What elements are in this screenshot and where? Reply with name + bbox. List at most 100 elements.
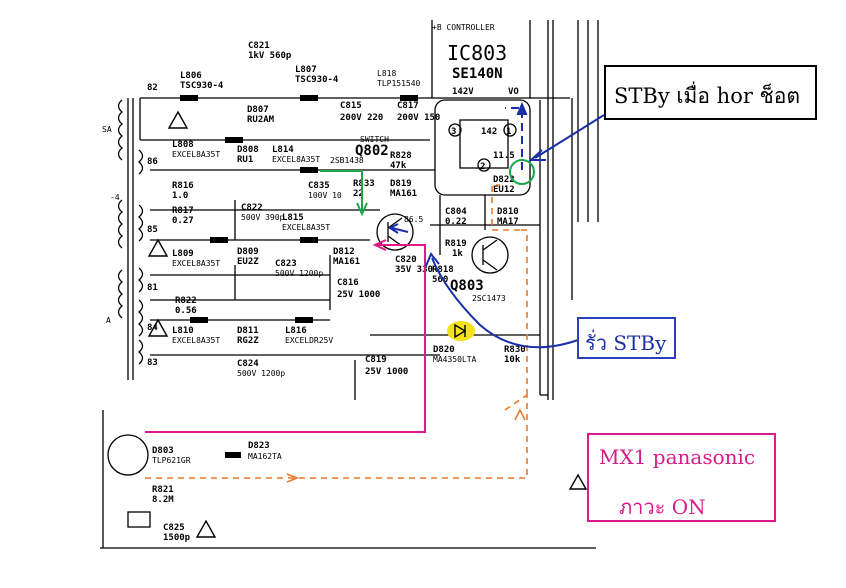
mx1-note-box: MX1 panasonic ภาวะ ON	[587, 433, 776, 522]
r819-ref: R819	[445, 239, 467, 249]
ic-pin-11-5: 11.5	[493, 151, 515, 161]
q802-part-label: 2SB1438	[330, 156, 364, 165]
c822-value: 500V 390p	[241, 213, 285, 222]
ic-part: SE140N	[452, 66, 503, 82]
ic-pin-142v: 142V	[452, 87, 474, 97]
ic-pin-vo: VO	[508, 87, 519, 97]
d820-diode-icon	[454, 323, 467, 339]
c824-ref: C824	[237, 359, 259, 369]
d820-value: MA4350LTA	[433, 355, 477, 364]
d822-ref: D822	[493, 175, 515, 185]
l818-ref: L818	[377, 69, 396, 78]
q802-voltage: 86.5	[404, 215, 423, 224]
d820-ref: D820	[433, 345, 455, 355]
d812-value: MA161	[333, 257, 360, 267]
r822-value: 0.56	[175, 306, 197, 316]
l815-value: EXCEL8A35T	[282, 223, 330, 232]
l809-ref: L809	[172, 249, 194, 259]
c820-ref: C820	[395, 255, 417, 265]
c820-value: 35V 330	[395, 265, 433, 275]
c804-value: 0.22	[445, 217, 467, 227]
r818-ref: R818	[432, 265, 454, 275]
ic-pin-markers	[448, 123, 517, 172]
c822-ref: C822	[241, 203, 263, 213]
l808-ref: L808	[172, 140, 194, 150]
blue-dashed-path	[505, 107, 523, 170]
ic-pin-142: 142	[481, 127, 497, 137]
orange-arrowhead-icon	[286, 473, 300, 483]
l808-value: EXCEL8A35T	[172, 150, 220, 159]
d811-value: RG2Z	[237, 336, 259, 346]
l806-value: TSC930-4	[180, 81, 224, 91]
d807-ref: D807	[247, 105, 269, 115]
d823-ref: D823	[248, 441, 270, 451]
r830-value: 10k	[504, 355, 521, 365]
c804-ref: C804	[445, 207, 467, 217]
d820-highlight	[447, 321, 475, 341]
mx1-note-line2: ภาวะ ON	[619, 495, 706, 519]
d812-ref: D812	[333, 247, 355, 257]
l816-value: EXCELDR25V	[285, 336, 333, 345]
node-82: 82	[147, 83, 158, 93]
partial-label-4: -4	[110, 193, 120, 202]
orange-arrowhead-up-icon	[514, 408, 526, 421]
node-86: 86	[147, 157, 158, 167]
d803-ref: D803	[152, 446, 174, 456]
l810-value: EXCEL8A35T	[172, 336, 220, 345]
l810-ref: L810	[172, 326, 194, 336]
r821-value: 8.2M	[152, 495, 174, 505]
leak-note-text: รั่ว STBy	[585, 331, 667, 355]
l814-value: EXCEL8A35T	[272, 155, 320, 164]
r833-ref: R833	[353, 179, 375, 189]
c824-value: 500V 1200p	[237, 369, 285, 378]
blue-leak-pointer	[431, 257, 579, 349]
d808-value: RU1	[237, 155, 253, 165]
green-arrowhead-icon	[356, 202, 368, 217]
c825-ref: C825	[163, 523, 185, 533]
c825-value: 1500p	[163, 533, 191, 543]
c819-ref: C819	[365, 355, 387, 365]
c821-value: 1kV 560p	[248, 51, 292, 61]
component-labels: L806 TSC930-4 C821 1kV 560p L807 TSC930-…	[152, 41, 526, 543]
component-bodies	[180, 95, 418, 458]
r822-ref: R822	[175, 296, 197, 306]
blue-stby-pointer	[534, 114, 605, 159]
circuit-wires	[100, 20, 599, 549]
l807-value: TSC930-4	[295, 75, 339, 85]
c823-value: 500V 1200p	[275, 269, 323, 278]
r830-ref: R830	[504, 345, 526, 355]
c816-ref: C816	[337, 278, 359, 288]
ic-pin-2: 2	[480, 162, 485, 172]
transistor-q803-label: Q803	[450, 278, 484, 294]
controller-caption: +B CONTROLLER	[432, 23, 495, 32]
node-83: 83	[147, 358, 158, 368]
partial-label-sa: SA	[102, 125, 112, 134]
d822-green-circle	[509, 159, 535, 185]
r818-value: 560	[432, 275, 448, 285]
r821-ref: R821	[152, 485, 174, 495]
l816-ref: L816	[285, 326, 307, 336]
c835-value: 100V 10	[308, 191, 342, 200]
leak-note-box: รั่ว STBy	[577, 317, 676, 359]
c815-ref: C815	[340, 101, 362, 111]
node-84: 84	[147, 323, 158, 333]
mx1-note-line1: MX1 panasonic	[599, 445, 756, 469]
pink-arrowhead-icon	[372, 239, 387, 251]
d807-value: RU2AM	[247, 115, 275, 125]
l815-ref: L815	[282, 213, 304, 223]
c816-value: 25V 1000	[337, 290, 380, 300]
q802-switch-label: SWITCH	[360, 135, 389, 144]
d810-value: MA17	[497, 217, 519, 227]
transistor-q802-label: Q802	[355, 143, 389, 159]
c835-ref: C835	[308, 181, 330, 191]
partial-label-a: A	[106, 316, 111, 325]
d819-value: MA161	[390, 189, 417, 199]
c817-value: 200V 150	[397, 113, 440, 123]
ic-pin-3: 3	[451, 127, 456, 137]
stby-note-text: STBy เมื่อ hor ช็อต	[614, 84, 801, 108]
r828-ref: R828	[390, 151, 412, 161]
c823-ref: C823	[275, 259, 297, 269]
l814-ref: L814	[272, 145, 294, 155]
